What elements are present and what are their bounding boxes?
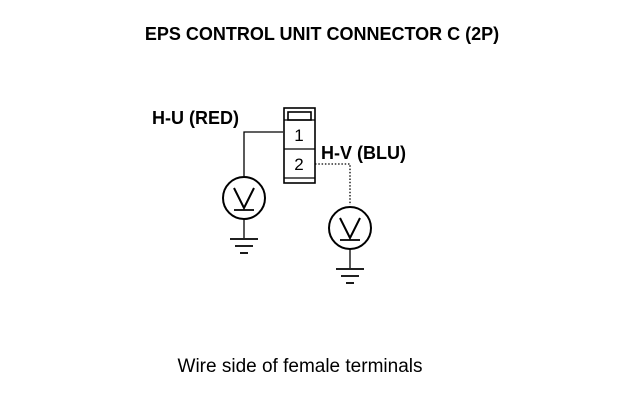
voltmeter-icon [328,206,372,250]
ground-icon [336,268,364,284]
ground-icon [230,238,258,254]
voltmeter-icon [222,176,266,220]
wire-pin1 [243,131,283,176]
diagram-title: EPS CONTROL UNIT CONNECTOR C (2P) [145,24,499,44]
connector-c: 1 2 [283,107,316,184]
pin-1-label: 1 [294,126,303,145]
wire-pin2 [315,163,351,205]
wire-label-pin1: H-U (RED) [152,108,239,128]
pin-2-label: 2 [294,155,303,174]
diagram-caption: Wire side of female terminals [178,356,423,377]
wire-label-pin2: H-V (BLU) [321,143,406,163]
